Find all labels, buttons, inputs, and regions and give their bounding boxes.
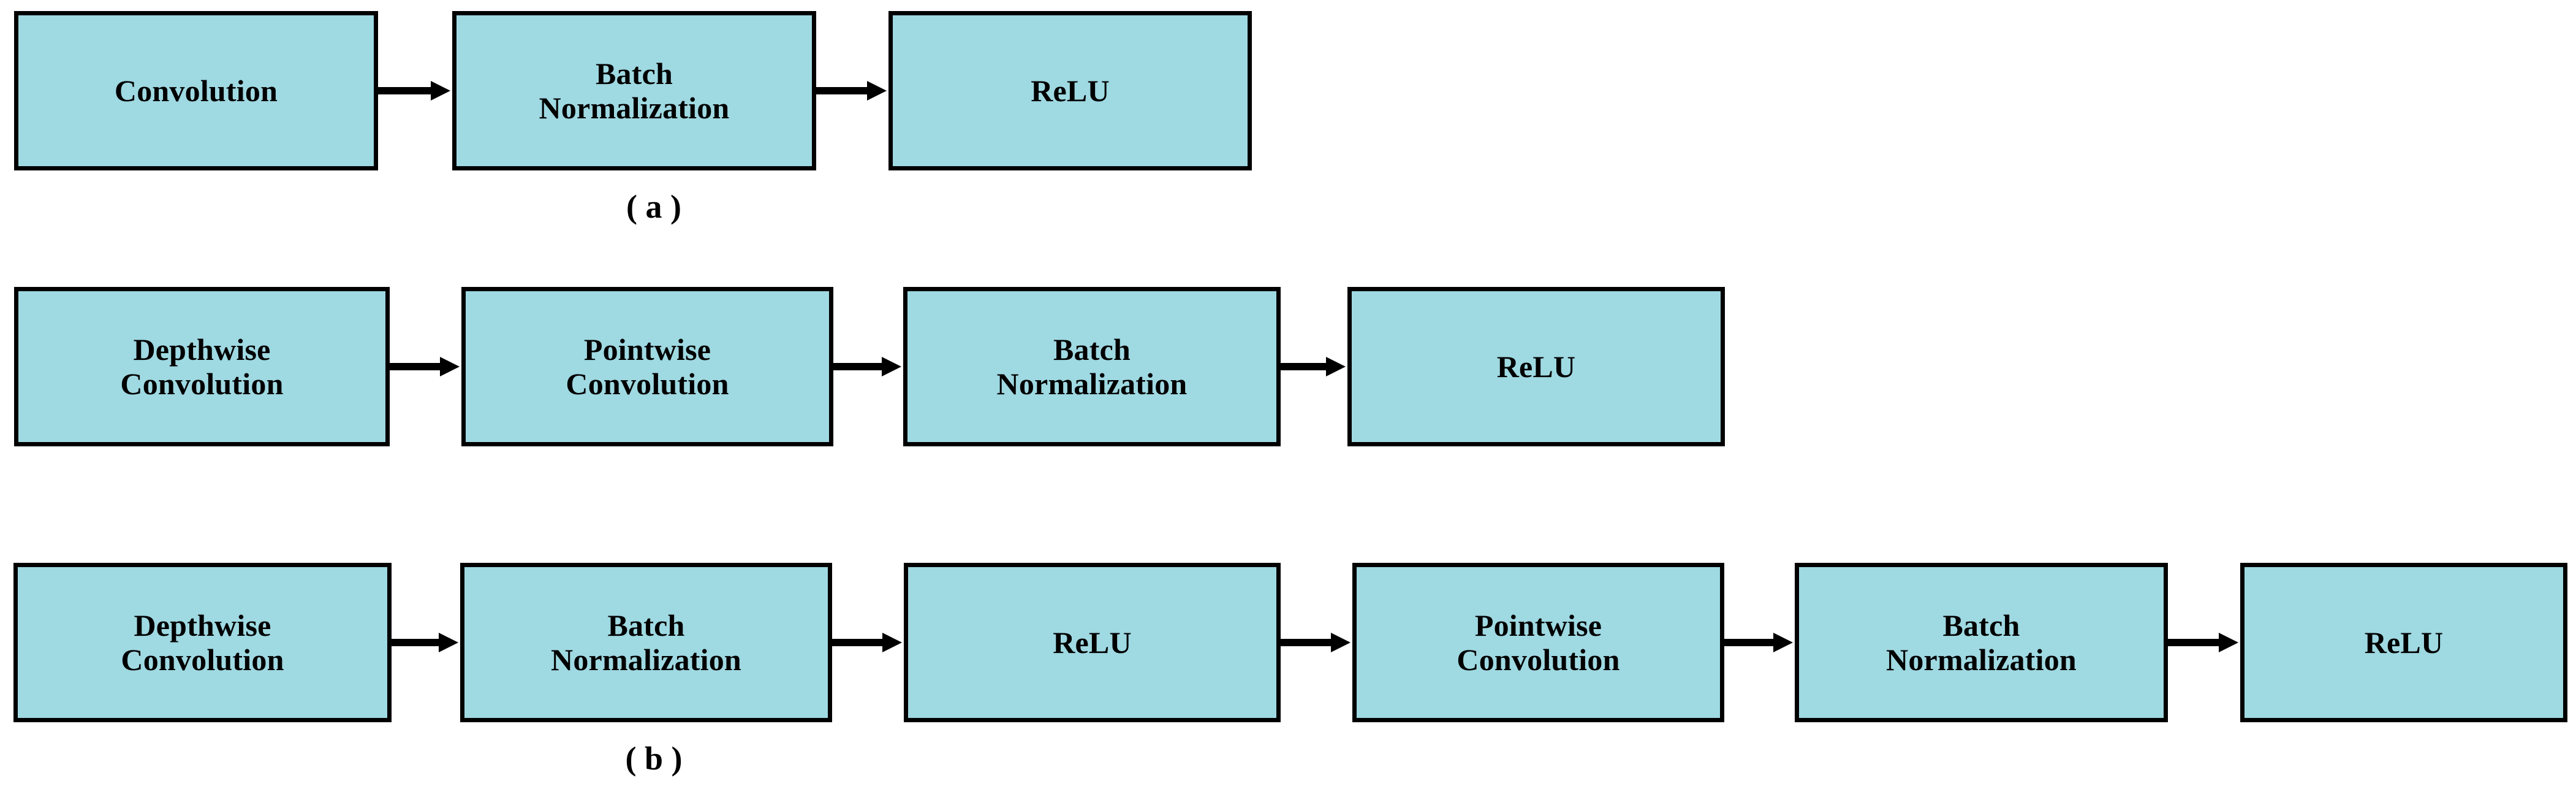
pipeline-row-c: Depthwise Convolution Batch Normalizatio… — [0, 563, 2576, 722]
block-label: ReLU — [1053, 625, 1132, 660]
pipeline-row-b: Depthwise Convolution Pointwise Convolut… — [0, 287, 2576, 777]
block-label: ReLU — [1031, 74, 1110, 108]
block-label: Batch Normalization — [996, 332, 1188, 401]
block-label: Batch Normalization — [551, 608, 741, 677]
block-relu: ReLU — [1347, 287, 1725, 446]
block-depthwise-convolution: Depthwise Convolution — [13, 563, 392, 722]
block-label: Depthwise Convolution — [121, 608, 284, 677]
block-label: Convolution — [114, 74, 278, 108]
block-batch-normalization: Batch Normalization — [903, 287, 1281, 446]
block-batch-normalization: Batch Normalization — [460, 563, 832, 722]
block-label: Pointwise Convolution — [566, 332, 729, 401]
caption-b: ( b ) — [625, 740, 683, 777]
block-pointwise-convolution: Pointwise Convolution — [461, 287, 833, 446]
pipeline-row-a: Convolution Batch Normalization ReLU ( a… — [0, 11, 2576, 225]
caption-a: ( a ) — [626, 188, 681, 225]
block-batch-normalization: Batch Normalization — [1795, 563, 2168, 722]
block-relu: ReLU — [904, 563, 1281, 722]
block-relu: ReLU — [2240, 563, 2567, 722]
block-relu: ReLU — [888, 11, 1252, 170]
block-batch-normalization: Batch Normalization — [452, 11, 816, 170]
block-label: ReLU — [2364, 625, 2444, 660]
block-label: Pointwise Convolution — [1457, 608, 1620, 677]
block-pointwise-convolution: Pointwise Convolution — [1352, 563, 1724, 722]
block-label: ReLU — [1496, 349, 1576, 384]
block-depthwise-convolution: Depthwise Convolution — [14, 287, 390, 446]
block-label: Batch Normalization — [1886, 608, 2077, 677]
block-label: Batch Normalization — [539, 56, 730, 125]
block-label: Depthwise Convolution — [120, 332, 284, 401]
block-convolution: Convolution — [14, 11, 378, 170]
